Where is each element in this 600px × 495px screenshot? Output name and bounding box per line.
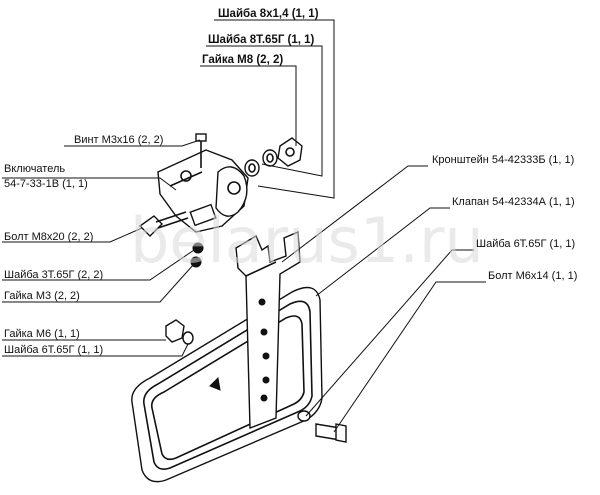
- label-washer-6t65g-right: Шайба 6Т.65Г (1, 1): [476, 238, 575, 250]
- label-washer-3t65g: Шайба 3Т.65Г (2, 2): [4, 269, 103, 281]
- label-nut-m6: Гайка М6 (1, 1): [4, 328, 80, 340]
- label-washer-6t65g-left: Шайба 6Т.65Г (1, 1): [4, 344, 103, 356]
- watermark-text: belarus1.ru: [130, 204, 484, 277]
- label-nut-m8: Гайка М8 (2, 2): [202, 54, 283, 66]
- label-valve: Клапан 54-42334А (1, 1): [452, 196, 575, 208]
- bracket-part: [235, 230, 301, 430]
- leader-lines: [2, 19, 486, 433]
- label-washer-8x14: Шайба 8х1,4 (1, 1): [218, 8, 319, 20]
- label-switch-code: 54-7-33-1В (1, 1): [4, 178, 88, 190]
- label-bolt-m8x20: Болт М8х20 (2, 2): [4, 231, 93, 243]
- valve-plate: [131, 286, 323, 483]
- label-switch-name: Включатель: [4, 163, 65, 175]
- label-screw-m3x16: Винт М3х16 (2, 2): [74, 134, 163, 146]
- label-washer-8t65g: Шайба 8Т.65Г (1, 1): [208, 34, 315, 46]
- switch-part: [157, 149, 249, 233]
- label-bracket: Кронштейн 54-42333Б (1, 1): [432, 154, 574, 166]
- label-bolt-m6x14: Болт М6х14 (1, 1): [488, 270, 577, 282]
- label-nut-m3: Гайка М3 (2, 2): [4, 290, 80, 302]
